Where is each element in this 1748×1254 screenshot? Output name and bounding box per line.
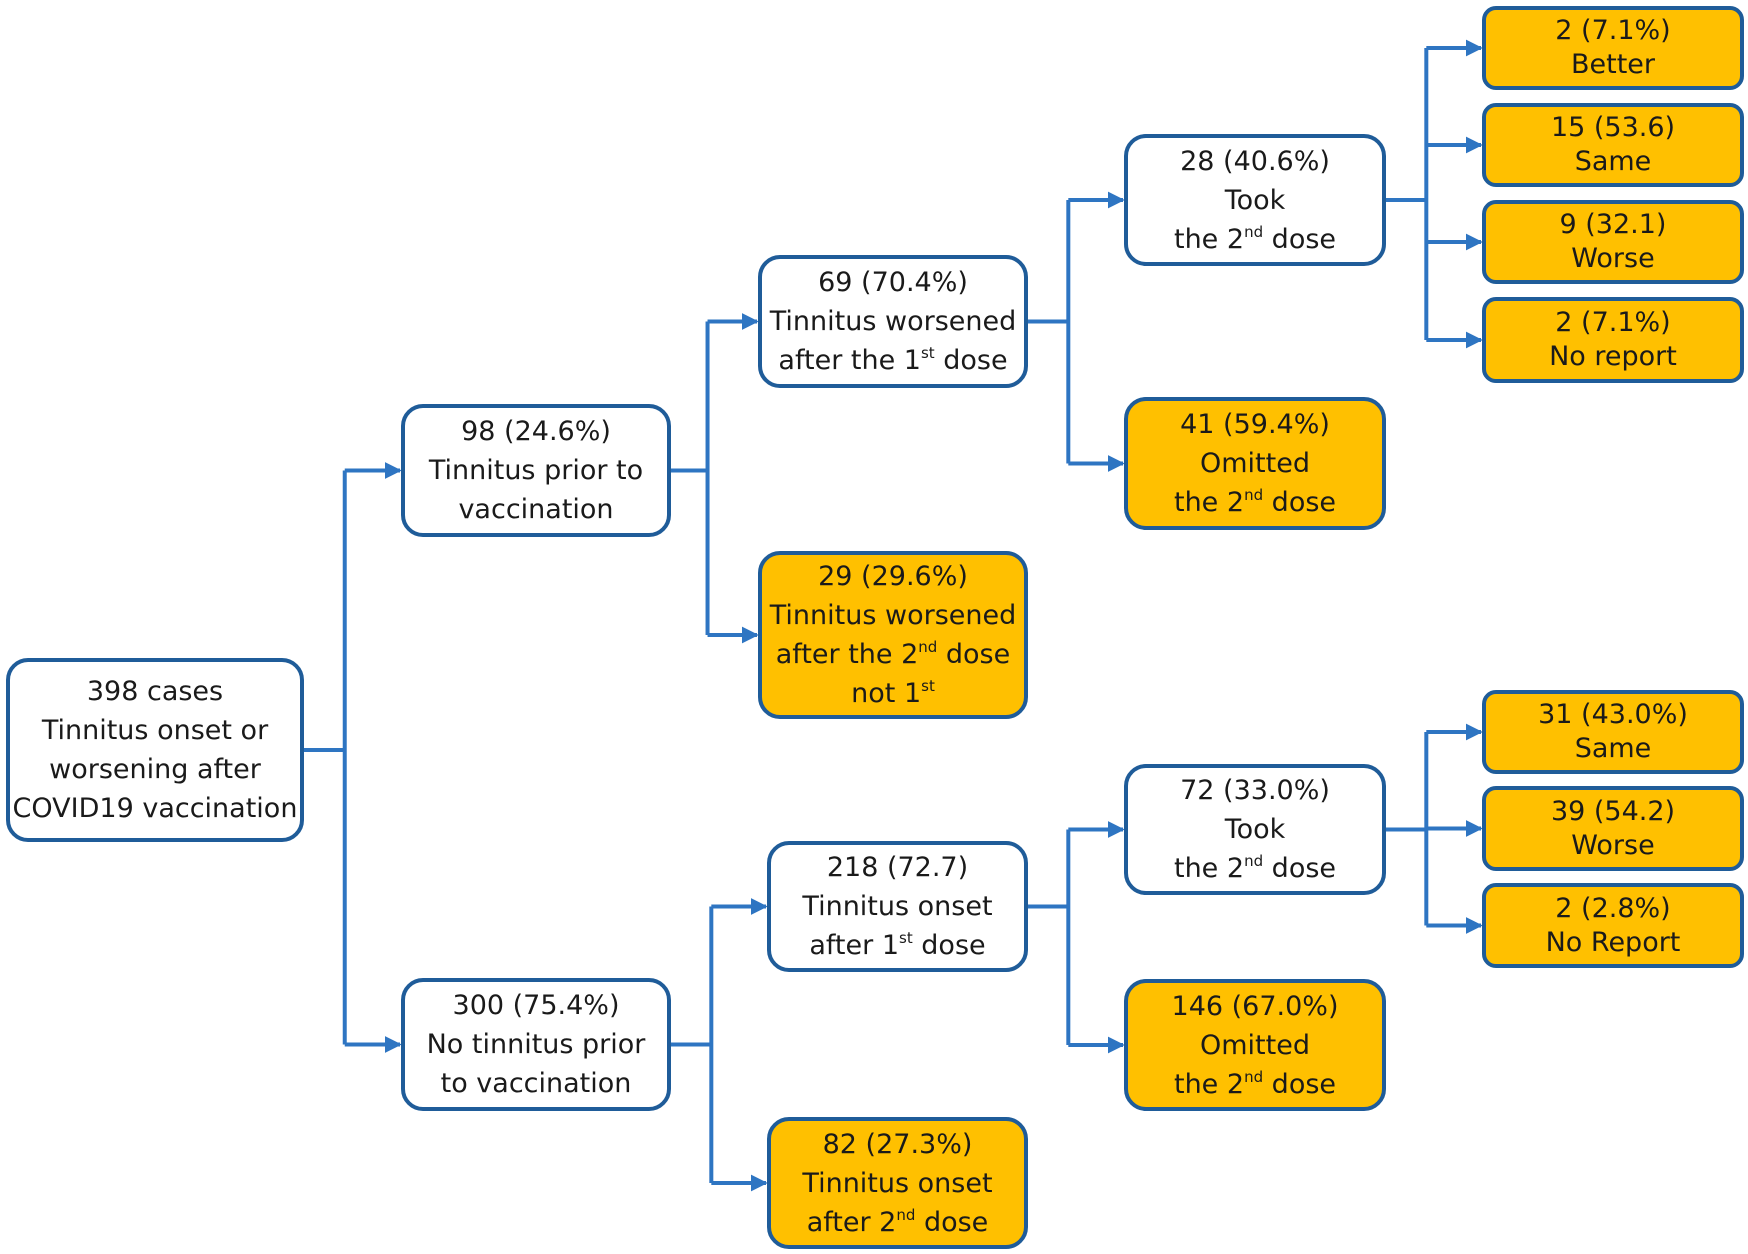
node-outcome-no-report-new-group: 2 (2.8%)No Report [1482, 883, 1744, 968]
node-description-line: the 2nd dose [1173, 222, 1337, 255]
node-description-line: Tinnitus onset [802, 891, 993, 922]
ordinal-suffix: st [899, 929, 913, 947]
node-no-tinnitus-prior: 300 (75.4%) No tinnitus prior to vaccinati… [401, 978, 671, 1111]
node-description-line: No tinnitus prior [426, 1029, 646, 1060]
node-count-label: 28 (40.6%) [1180, 145, 1330, 177]
node-outcome-no-report-prior-group: 2 (7.1%)No report [1482, 297, 1744, 383]
node-description-line: Omitted [1200, 1029, 1310, 1061]
node-count-label: 2 (7.1%) [1555, 307, 1671, 338]
node-outcome-better-prior-group: 2 (7.1%)Better [1482, 6, 1744, 90]
node-count-label: 72 (33.0%) [1180, 775, 1330, 806]
node-description-line: after the 1st dose [778, 344, 1008, 376]
node-count-label: 15 (53.6) [1550, 112, 1676, 143]
node-description-line: the 2nd dose [1173, 486, 1337, 518]
node-description-line: vaccination [458, 494, 614, 525]
node-description-line: No report [1549, 341, 1677, 372]
ordinal-suffix: nd [1244, 222, 1264, 241]
ordinal-suffix: nd [896, 1205, 916, 1224]
node-description-line: Tinnitus worsened [769, 306, 1017, 337]
ordinal-suffix: nd [918, 638, 938, 656]
node-tinnitus-prior: 98 (24.6%) Tinnitus prior to vaccination [401, 404, 671, 537]
ordinal-suffix: st [921, 677, 935, 695]
node-description-line: Same [1574, 146, 1652, 177]
node-count-label: 69 (70.4%) [818, 267, 968, 298]
node-count-label: 398 cases [86, 676, 224, 707]
node-description-line: the 2nd dose [1173, 852, 1337, 884]
node-onset-after-second-dose: 82 (27.3%) Tinnitus onset after 2nd dose [767, 1117, 1028, 1249]
node-description-line: Worse [1571, 243, 1655, 274]
node-count-label: 218 (72.7) [826, 852, 969, 883]
node-description-line: Same [1574, 733, 1652, 764]
node-description-line: Tinnitus onset or [41, 715, 269, 746]
node-count-label: 82 (27.3%) [822, 1128, 973, 1160]
node-description-line: Tinnitus prior to [428, 455, 644, 486]
node-outcome-same-prior-group: 15 (53.6)Same [1482, 103, 1744, 187]
node-count-label: 146 (67.0%) [1171, 990, 1339, 1022]
node-outcome-same-new-group: 31 (43.0%)Same [1482, 690, 1744, 774]
ordinal-suffix: nd [1244, 1067, 1264, 1086]
node-description-line: after the 2nd dose [775, 638, 1011, 670]
node-count-label: 2 (2.8%) [1555, 892, 1671, 924]
ordinal-suffix: st [920, 344, 935, 362]
ordinal-suffix: nd [1244, 486, 1264, 504]
node-count-label: 31 (43.0%) [1538, 699, 1688, 730]
node-onset-after-first-dose: 218 (72.7) Tinnitus onset after 1st dose [767, 841, 1028, 972]
node-description-line: Better [1570, 49, 1656, 80]
node-description-line: worsening after [49, 754, 261, 785]
node-description-line: Tinnitus onset [802, 1167, 993, 1199]
node-description-line: Took [1224, 814, 1286, 845]
node-count-label: 300 (75.4%) [452, 990, 620, 1021]
node-description-line: to vaccination [440, 1068, 632, 1099]
node-count-label: 2 (7.1%) [1555, 15, 1671, 46]
node-description-line: the 2nd dose [1173, 1067, 1337, 1100]
node-count-label: 29 (29.6%) [818, 561, 968, 592]
ordinal-suffix: nd [1244, 852, 1264, 870]
node-count-label: 98 (24.6%) [461, 416, 611, 447]
node-outcome-worse-new-group: 39 (54.2)Worse [1482, 786, 1744, 871]
node-omitted-second-dose-prior-group: 41 (59.4%) Omitted the 2nd dose [1124, 397, 1386, 530]
node-description-line: COVID19 vaccination [12, 793, 298, 824]
node-worsened-after-first-dose: 69 (70.4%) Tinnitus worsened after the 1st… [758, 255, 1028, 388]
node-description-line: after 1st dose [809, 929, 986, 961]
node-took-second-dose-new-group: 72 (33.0%) Took the 2nd dose [1124, 764, 1386, 895]
node-count-label: 41 (59.4%) [1180, 409, 1330, 440]
node-description-line: Worse [1571, 829, 1655, 861]
node-worsened-after-second-dose: 29 (29.6%) Tinnitus worsened after the 2nd… [758, 551, 1028, 719]
node-outcome-worse-prior-group: 9 (32.1)Worse [1482, 200, 1744, 284]
node-description-line: No Report [1545, 926, 1681, 958]
node-description-line: after 2nd dose [806, 1205, 989, 1238]
node-description-line: Tinnitus worsened [769, 600, 1017, 631]
node-description-line: Took [1224, 184, 1286, 216]
node-took-second-dose-prior-group: 28 (40.6%) Took the 2nd dose [1124, 134, 1386, 266]
node-description-line: Omitted [1200, 448, 1310, 479]
node-count-label: 39 (54.2) [1550, 795, 1676, 827]
node-description-line: not 1st [851, 677, 935, 709]
node-omitted-second-dose-new-group: 146 (67.0%) Omitted the 2nd dose [1124, 979, 1386, 1111]
node-count-label: 9 (32.1) [1559, 209, 1667, 240]
